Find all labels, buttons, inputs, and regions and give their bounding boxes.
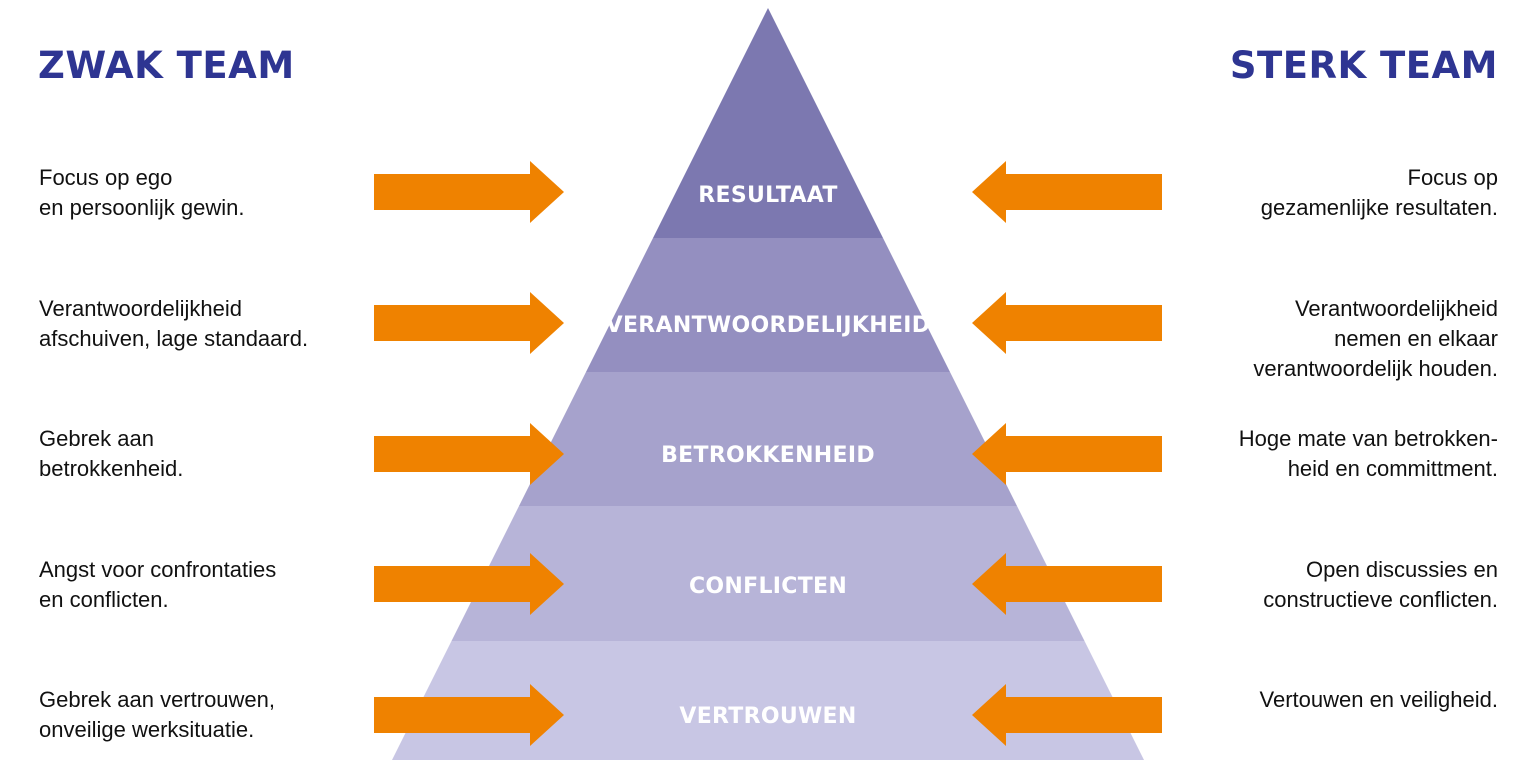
weak-description-vertrouwen: Gebrek aan vertrouwen, onveilige werksit… <box>39 687 276 742</box>
arrow-right-icon-betrokkenheid <box>374 423 564 485</box>
weak-description-verantwoordelijkheid: Verantwoordelijkheid afschuiven, lage st… <box>39 296 309 351</box>
strong-description-betrokkenheid: Hoge mate van betrokken- heid en committ… <box>1238 426 1498 481</box>
strong-team-title: STERK TEAM <box>1229 44 1498 87</box>
pyramid-level-betrokkenheid <box>519 372 1017 506</box>
strong-description-verantwoordelijkheid: Verantwoordelijkheid nemen en elkaar ver… <box>1253 296 1498 381</box>
arrow-left-icon-resultaat <box>972 161 1162 223</box>
arrow-right-icon-resultaat <box>374 161 564 223</box>
arrow-right-icon-vertrouwen <box>374 684 564 746</box>
weak-description-betrokkenheid: Gebrek aan betrokkenheid. <box>39 426 184 481</box>
level-label-verantwoordelijkheid: VERANTWOORDELIJKHEID <box>606 313 931 338</box>
weak-description-conflicten: Angst voor confrontaties en conflicten. <box>39 557 277 612</box>
arrow-left-icon-betrokkenheid <box>972 423 1162 485</box>
weak-team-title: ZWAK TEAM <box>38 44 295 87</box>
arrow-right-icon-verantwoordelijkheid <box>374 292 564 354</box>
pyramid-level-verantwoordelijkheid <box>586 238 950 372</box>
level-label-resultaat: RESULTAAT <box>698 183 837 208</box>
level-label-betrokkenheid: BETROKKENHEID <box>661 443 875 468</box>
level-label-vertrouwen: VERTROUWEN <box>679 704 856 729</box>
arrow-right-icon-conflicten <box>374 553 564 615</box>
level-label-conflicten: CONFLICTEN <box>689 574 847 599</box>
arrow-left-icon-conflicten <box>972 553 1162 615</box>
strong-description-conflicten: Open discussies en constructieve conflic… <box>1263 557 1498 612</box>
pyramid-level-conflicten <box>451 506 1085 641</box>
weak-description-resultaat: Focus op ego en persoonlijk gewin. <box>39 165 245 220</box>
strong-description-resultaat: Focus op gezamenlijke resultaten. <box>1260 165 1498 220</box>
arrow-left-icon-vertrouwen <box>972 684 1162 746</box>
strong-description-vertrouwen: Vertouwen en veiligheid. <box>1259 687 1499 712</box>
pyramid-level-vertrouwen <box>392 641 1144 760</box>
arrow-left-icon-verantwoordelijkheid <box>972 292 1162 354</box>
pyramid-level-resultaat <box>653 8 883 238</box>
